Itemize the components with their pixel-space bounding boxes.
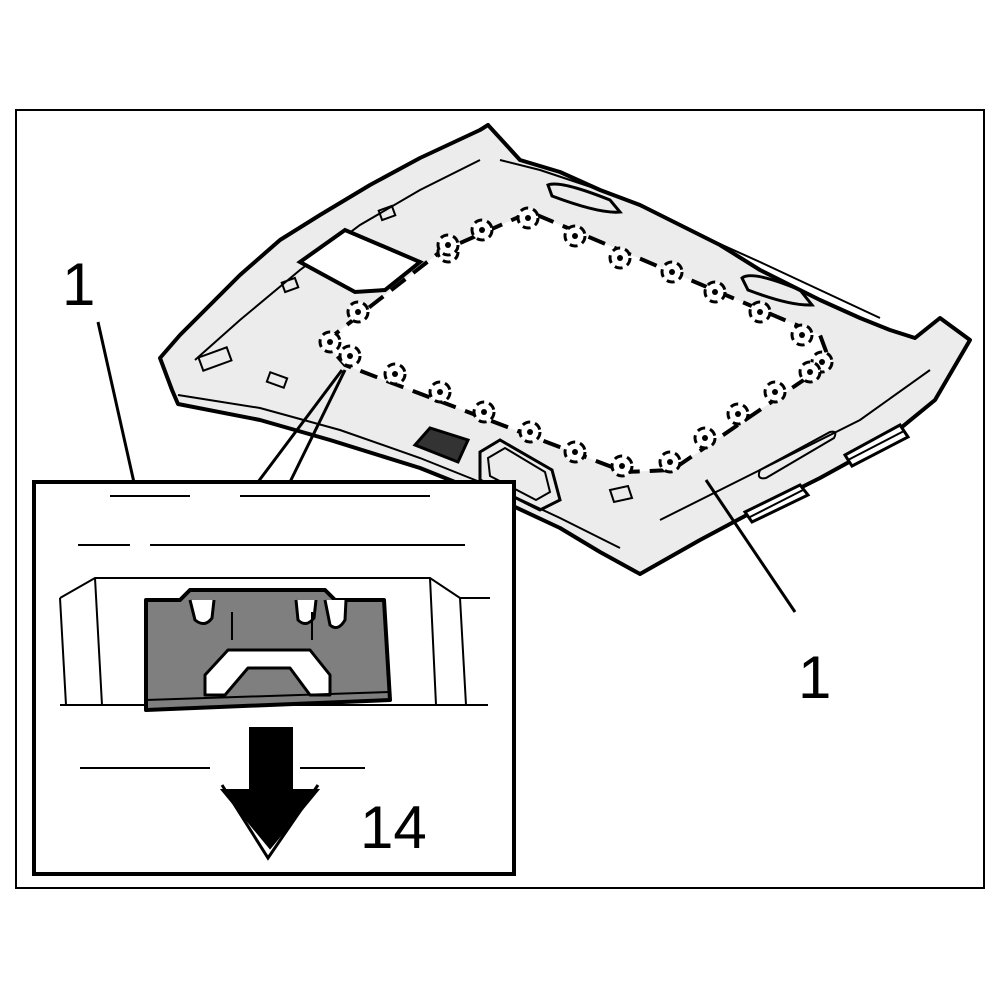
callout-1-right: 1 <box>798 644 831 711</box>
clip-marker-center <box>527 429 533 435</box>
callout-1-top: 1 <box>62 251 95 318</box>
clip-marker-center <box>617 255 623 261</box>
magnifier-lines <box>256 369 347 483</box>
clip-marker-center <box>619 463 625 469</box>
clip-marker-center <box>481 409 487 415</box>
sunroof-opening <box>318 206 834 478</box>
callout-1-right-leader <box>704 479 797 613</box>
clip-marker-center <box>712 289 718 295</box>
clip-marker-center <box>667 459 673 465</box>
clip-marker-center <box>807 369 813 375</box>
clip-opening <box>203 648 332 697</box>
clip-marker-center <box>445 242 451 248</box>
clip-marker-center <box>735 411 741 417</box>
down-arrow-icon <box>219 727 321 861</box>
clip-marker-center <box>702 435 708 441</box>
clip-marker-center <box>669 269 675 275</box>
callout-14: 14 <box>360 794 427 861</box>
clip-marker-center <box>392 371 398 377</box>
clip-marker-center <box>355 309 361 315</box>
clip-marker-center <box>572 233 578 239</box>
clip-marker-center <box>479 227 485 233</box>
clip-marker-center <box>772 389 778 395</box>
clip-marker-center <box>572 449 578 455</box>
sunroof-opening-front <box>296 227 424 295</box>
clip-detail-inset <box>32 480 516 876</box>
clip-marker-center <box>437 389 443 395</box>
clip-marker-center <box>347 353 353 359</box>
clip-marker-center <box>327 339 333 345</box>
clip-marks <box>318 206 834 478</box>
clip-marker-center <box>799 332 805 338</box>
clip-marker-center <box>525 215 531 221</box>
clip-marker-center <box>819 359 825 365</box>
clip-marker-center <box>757 309 763 315</box>
